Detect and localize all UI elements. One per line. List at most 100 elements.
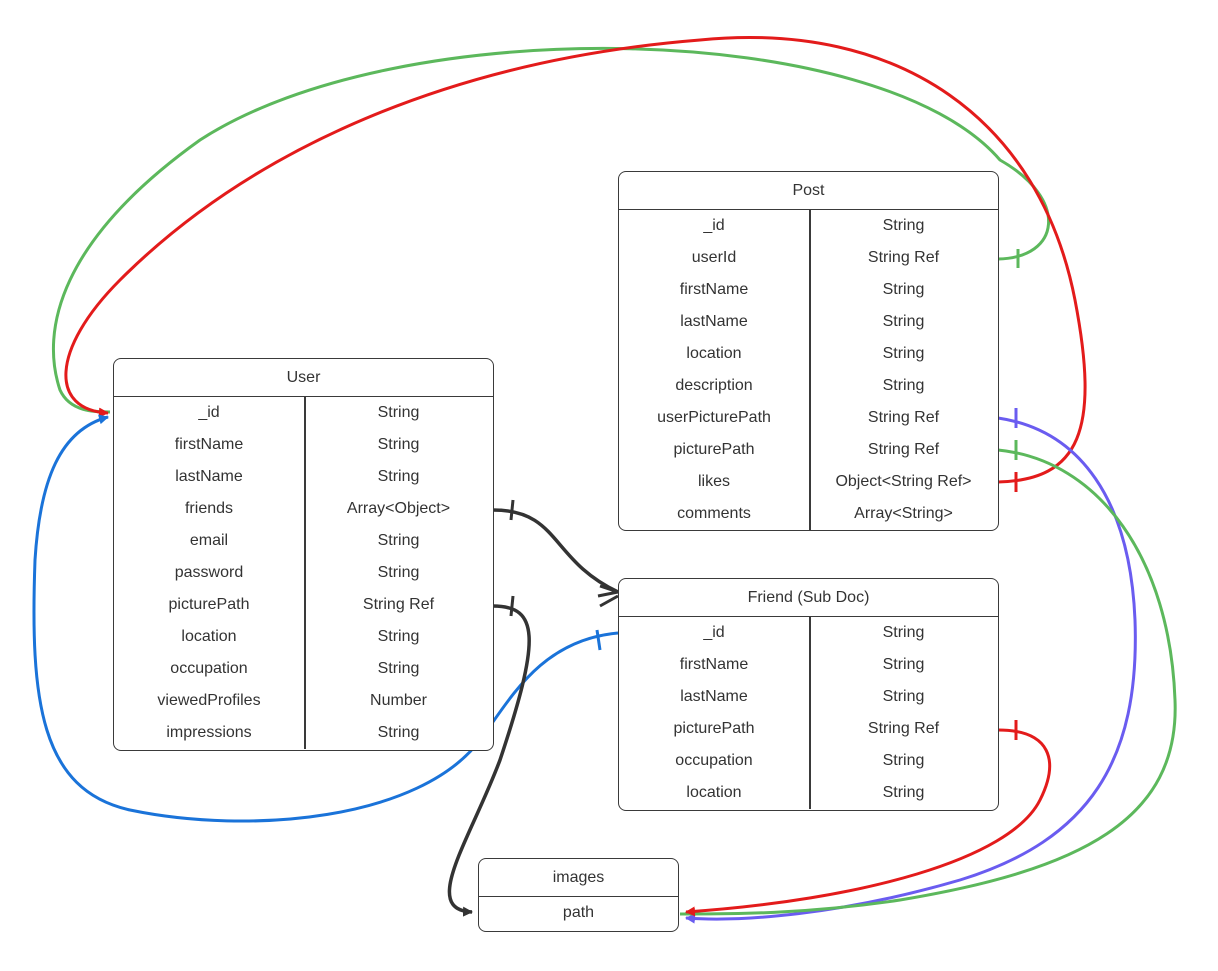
user-field-name: password bbox=[174, 564, 244, 581]
friend-field-name: location bbox=[686, 784, 742, 801]
user-entity-title: User bbox=[114, 359, 493, 397]
friend-field-type: String bbox=[882, 688, 925, 705]
post-field-row: description String bbox=[619, 370, 998, 402]
friend-field-type: String bbox=[882, 656, 925, 673]
post-field-name: _id bbox=[703, 217, 725, 234]
post-field-name: lastName bbox=[680, 313, 748, 330]
images-field-row: path bbox=[479, 897, 678, 929]
user-field-type: String bbox=[377, 564, 420, 581]
relation-friend-user bbox=[32, 414, 619, 823]
post-field-name: userPicturePath bbox=[657, 409, 771, 426]
user-field-name: impressions bbox=[166, 724, 252, 741]
relation-post-picturepath-images bbox=[679, 448, 1177, 916]
friend-field-type: String Ref bbox=[867, 720, 940, 737]
images-field-name: path bbox=[562, 904, 595, 921]
user-field-name: firstName bbox=[174, 436, 244, 453]
user-field-row: location String bbox=[114, 621, 493, 653]
friend-entity-title: Friend (Sub Doc) bbox=[619, 579, 998, 617]
post-field-name: description bbox=[675, 377, 753, 394]
user-field-name: friends bbox=[184, 500, 234, 517]
user-field-type: Array<Object> bbox=[346, 500, 451, 517]
post-field-type: Array<String> bbox=[854, 505, 953, 522]
friend-field-name: lastName bbox=[680, 688, 748, 705]
friend-field-row: _id String bbox=[619, 617, 998, 649]
post-field-row: lastName String bbox=[619, 306, 998, 338]
friend-field-row: firstName String bbox=[619, 649, 998, 681]
user-field-type: String bbox=[377, 532, 420, 549]
post-field-name: firstName bbox=[679, 281, 749, 298]
user-field-name: viewedProfiles bbox=[157, 692, 261, 709]
friend-field-row: lastName String bbox=[619, 681, 998, 713]
user-field-name: _id bbox=[198, 404, 220, 421]
relation-user-picturepath-images bbox=[447, 604, 531, 917]
user-field-type: String bbox=[377, 628, 420, 645]
post-field-name: location bbox=[686, 345, 742, 362]
friend-field-row: occupation String bbox=[619, 745, 998, 777]
user-field-row: viewedProfiles Number bbox=[114, 685, 493, 717]
post-entity-title: Post bbox=[619, 172, 998, 210]
post-field-row: likes Object<String Ref> bbox=[619, 466, 998, 498]
post-field-name: picturePath bbox=[673, 441, 755, 458]
images-entity-title: images bbox=[479, 859, 678, 897]
user-field-type: String Ref bbox=[362, 596, 435, 613]
post-field-name: likes bbox=[697, 473, 730, 490]
post-field-type: String bbox=[882, 281, 925, 298]
user-field-type: String bbox=[377, 468, 420, 485]
post-field-row: picturePath String Ref bbox=[619, 434, 998, 466]
user-field-row: picturePath String Ref bbox=[114, 589, 493, 621]
friend-field-name: picturePath bbox=[673, 720, 755, 737]
relation-post-likes-user bbox=[64, 35, 1087, 484]
relation-friend-picturepath-images bbox=[685, 728, 1052, 917]
user-field-row: occupation String bbox=[114, 653, 493, 685]
friend-field-row: picturePath String Ref bbox=[619, 713, 998, 745]
user-field-type: String bbox=[377, 724, 420, 741]
friend-field-type: String bbox=[882, 752, 925, 769]
post-field-type: Object<String Ref> bbox=[835, 473, 972, 490]
relation-post-userid-user bbox=[51, 46, 1051, 414]
post-field-row: firstName String bbox=[619, 274, 998, 306]
user-field-name: picturePath bbox=[168, 596, 250, 613]
user-field-row: password String bbox=[114, 557, 493, 589]
post-field-type: String bbox=[882, 313, 925, 330]
user-field-type: String bbox=[377, 436, 420, 453]
friend-field-name: firstName bbox=[679, 656, 749, 673]
images-entity: images path bbox=[478, 858, 679, 932]
user-field-row: friends Array<Object> bbox=[114, 493, 493, 525]
friend-field-row: location String bbox=[619, 777, 998, 809]
friend-field-name: occupation bbox=[675, 752, 753, 769]
images-entity-fields: path bbox=[479, 897, 678, 929]
post-field-row: comments Array<String> bbox=[619, 498, 998, 530]
post-field-name: userId bbox=[691, 249, 737, 266]
user-field-type: String bbox=[377, 660, 420, 677]
post-field-row: userId String Ref bbox=[619, 242, 998, 274]
relation-post-userpicturepath-images bbox=[685, 416, 1137, 924]
post-field-row: location String bbox=[619, 338, 998, 370]
post-field-type: String Ref bbox=[867, 409, 940, 426]
post-field-type: String Ref bbox=[867, 249, 940, 266]
user-field-type: Number bbox=[370, 692, 427, 709]
user-field-name: occupation bbox=[170, 660, 248, 677]
friend-field-name: _id bbox=[703, 624, 725, 641]
post-field-name: comments bbox=[677, 505, 751, 522]
post-field-type: String Ref bbox=[867, 441, 940, 458]
friend-field-type: String bbox=[882, 784, 925, 801]
user-field-row: impressions String bbox=[114, 717, 493, 749]
user-field-name: location bbox=[181, 628, 237, 645]
post-field-type: String bbox=[882, 345, 925, 362]
friend-field-type: String bbox=[882, 624, 925, 641]
post-field-type: String bbox=[882, 377, 925, 394]
user-field-row: firstName String bbox=[114, 429, 493, 461]
relation-user-friends-friend bbox=[492, 508, 619, 594]
post-field-row: userPicturePath String Ref bbox=[619, 402, 998, 434]
